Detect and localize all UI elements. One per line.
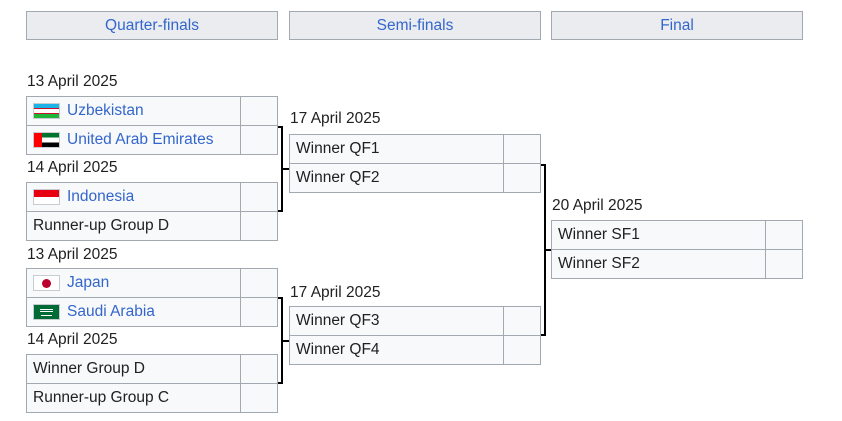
- header-final[interactable]: Final: [551, 11, 803, 40]
- score-cell: [503, 164, 540, 192]
- flag-uzbekistan-icon: [33, 103, 60, 119]
- team-name: Winner QF1: [296, 140, 380, 157]
- bracket-slot: Winner QF4: [289, 335, 541, 365]
- team-winner-qf1: Winner QF1: [290, 135, 503, 163]
- bracket-slot: Runner-up Group D: [26, 211, 278, 241]
- match-date: 14 April 2025: [27, 331, 118, 348]
- team-japan[interactable]: Japan: [27, 269, 240, 297]
- bracket-slot: Japan: [26, 268, 278, 298]
- header-semifinals[interactable]: Semi-finals: [289, 11, 541, 40]
- match-date: 17 April 2025: [290, 284, 381, 301]
- team-name: Winner SF2: [558, 255, 640, 272]
- match-date: 13 April 2025: [27, 246, 118, 263]
- team-name[interactable]: Uzbekistan: [67, 102, 144, 119]
- bracket-slot: Winner QF1: [289, 134, 541, 164]
- team-name: Winner SF1: [558, 226, 640, 243]
- team-name: Runner-up Group D: [33, 217, 170, 234]
- team-uae[interactable]: United Arab Emirates: [27, 126, 240, 154]
- team-uzbekistan[interactable]: Uzbekistan: [27, 97, 240, 125]
- team-winner-qf3: Winner QF3: [290, 307, 503, 335]
- score-cell: [765, 221, 802, 249]
- connector-qf3-qf4: [278, 297, 289, 384]
- bracket-slot: Winner SF2: [551, 249, 803, 279]
- bracket-slot: Winner Group D: [26, 354, 278, 384]
- team-name: Winner Group D: [33, 360, 145, 377]
- score-cell: [240, 212, 277, 240]
- team-winner-qf2: Winner QF2: [290, 164, 503, 192]
- header-quarterfinals[interactable]: Quarter-finals: [26, 11, 278, 40]
- score-cell: [240, 97, 277, 125]
- flag-saudi-arabia-icon: [33, 304, 60, 320]
- bracket-slot: Saudi Arabia: [26, 297, 278, 327]
- score-cell: [240, 183, 277, 211]
- flag-indonesia-icon: [33, 189, 60, 205]
- bracket-slot: Runner-up Group C: [26, 383, 278, 413]
- score-cell: [503, 307, 540, 335]
- score-cell: [503, 336, 540, 364]
- team-name: Winner QF2: [296, 169, 380, 186]
- team-runner-up-group-d: Runner-up Group D: [27, 212, 240, 240]
- score-cell: [240, 269, 277, 297]
- team-winner-sf2: Winner SF2: [552, 250, 765, 278]
- team-name[interactable]: United Arab Emirates: [67, 131, 214, 148]
- team-name[interactable]: Indonesia: [67, 188, 135, 205]
- connector-sf1-sf2: [541, 164, 551, 336]
- score-cell: [240, 355, 277, 383]
- team-name: Winner QF3: [296, 312, 380, 329]
- bracket-slot: Uzbekistan: [26, 96, 278, 126]
- score-cell: [240, 298, 277, 326]
- team-name[interactable]: Saudi Arabia: [67, 303, 155, 320]
- team-saudi-arabia[interactable]: Saudi Arabia: [27, 298, 240, 326]
- flag-japan-icon: [33, 275, 60, 291]
- bracket-slot: United Arab Emirates: [26, 125, 278, 155]
- score-cell: [503, 135, 540, 163]
- connector-qf1-qf2: [278, 126, 289, 212]
- match-date: 14 April 2025: [27, 159, 118, 176]
- score-cell: [240, 384, 277, 412]
- team-winner-sf1: Winner SF1: [552, 221, 765, 249]
- bracket-slot: Indonesia: [26, 182, 278, 212]
- bracket-slot: Winner SF1: [551, 220, 803, 250]
- team-runner-up-group-c: Runner-up Group C: [27, 384, 240, 412]
- score-cell: [765, 250, 802, 278]
- match-date: 20 April 2025: [552, 197, 643, 214]
- team-name[interactable]: Japan: [67, 274, 110, 291]
- flag-uae-icon: [33, 132, 60, 148]
- team-name: Runner-up Group C: [33, 389, 170, 406]
- team-name: Winner QF4: [296, 341, 380, 358]
- match-date: 13 April 2025: [27, 73, 118, 90]
- team-winner-qf4: Winner QF4: [290, 336, 503, 364]
- bracket-slot: Winner QF2: [289, 163, 541, 193]
- score-cell: [240, 126, 277, 154]
- team-indonesia[interactable]: Indonesia: [27, 183, 240, 211]
- match-date: 17 April 2025: [290, 110, 381, 127]
- team-winner-group-d: Winner Group D: [27, 355, 240, 383]
